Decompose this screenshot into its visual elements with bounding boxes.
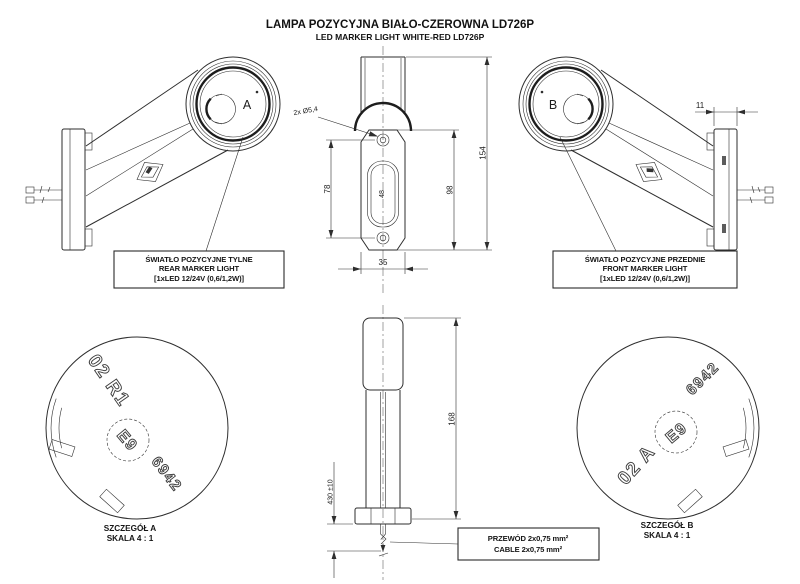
cable-wires (737, 185, 774, 204)
detail-a-caption: SZCZEGÓŁ A (104, 522, 157, 533)
view-letter-b: B (549, 98, 557, 112)
detail-b-lens (576, 336, 760, 520)
e-mark-text: E9 (663, 419, 691, 447)
cable-label-box: PRZEWÓD 2x0,75 mm² CABLE 2x0,75 mm² (457, 527, 600, 561)
e-mark-circle (106, 418, 150, 462)
front-label-box: ŚWIATŁO POZYCYJNE PRZEDNIE FRONT MARKER … (552, 250, 738, 289)
front-label-line3: [1xLED 12/24V (0,6/1,2W)] (600, 274, 690, 283)
dim-168-value: 168 (448, 412, 457, 426)
homologation-mark-1: 02 A (614, 441, 660, 489)
dimension-11: 11 (695, 101, 758, 126)
dim-430-value: 430 ±10 (328, 479, 335, 504)
rear-label-line2: REAR MARKER LIGHT (159, 264, 240, 273)
title-english: LED MARKER LIGHT WHITE-RED LD726P (316, 32, 485, 42)
dimension-35: 35 (338, 252, 428, 274)
hole-callout: 2x Ø5,4 (293, 106, 378, 137)
rear-lamp-view: A ŚWIATŁO POZYCYJNE TYLNE REAR MARKER LI… (25, 56, 285, 289)
drawing-title: LAMPA POZYCYJNA BIAŁO-CZEROWNA LD726P LE… (266, 19, 534, 42)
view-letter-a: A (243, 98, 252, 112)
dimension-78: 78 (323, 139, 375, 239)
detail-a: 02 R1 E9 6942 SZCZEGÓŁ A SKALA 4 : 1 (45, 336, 229, 543)
rubber-arm (85, 69, 229, 228)
leader-line-cable (389, 541, 459, 545)
dim-154-value: 154 (479, 146, 488, 160)
dimension-168: 168 (404, 317, 461, 520)
manufacturer-logo-icon (635, 162, 663, 182)
screw-hole-bottom (376, 231, 390, 245)
plate-markings (722, 156, 726, 233)
detail-a-lens (45, 336, 229, 520)
cable-wires (25, 185, 62, 204)
homologation-mark-2: 6942 (683, 359, 723, 399)
rear-label-box: ŚWIATŁO POZYCYJNE TYLNE REAR MARKER LIGH… (113, 250, 285, 289)
dimension-430: 430 ±10 (327, 462, 381, 578)
central-slot: 48 (367, 160, 399, 228)
e-mark-circle (654, 410, 698, 454)
cable-label-line2: CABLE 2x0,75 mm² (494, 545, 563, 554)
dim-98-value: 98 (446, 185, 455, 194)
lamp-head-side (362, 317, 404, 391)
front-lamp-view: B 11 ŚWIATŁO POZYCYJNE PRZEDNIE FRONT MA… (518, 56, 774, 289)
lamp-head-b: B (518, 56, 614, 152)
rubber-arm (570, 69, 714, 228)
rear-label-line1: ŚWIATŁO POZYCYJNE TYLNE (145, 255, 252, 264)
hole-callout-text: 2x Ø5,4 (293, 106, 318, 117)
dim-48-value: 48 (379, 190, 386, 198)
rubber-dome (353, 101, 413, 132)
homologation-mark-2: 6942 (148, 453, 186, 494)
dim-35-value: 35 (379, 258, 388, 267)
detail-b: 02 A E9 6942 SZCZEGÓŁ B SKALA 4 : 1 (576, 336, 760, 540)
front-orthographic-view: 48 2x Ø5,4 78 98 (293, 46, 492, 296)
front-label-line2: FRONT MARKER LIGHT (603, 264, 688, 273)
manufacturer-logo-icon (136, 162, 164, 182)
bracket-plate (706, 128, 738, 251)
cable-end (378, 524, 389, 557)
bracket-plate (61, 128, 93, 251)
front-label-line1: ŚWIATŁO POZYCYJNE PRZEDNIE (585, 255, 705, 264)
detail-b-scale: SKALA 4 : 1 (644, 531, 691, 540)
detail-b-caption: SZCZEGÓŁ B (641, 519, 694, 530)
homologation-mark-1: 02 R1 (83, 351, 134, 411)
e-mark-text: E9 (113, 427, 141, 455)
dimension-154: 154 (406, 56, 492, 250)
detail-a-scale: SKALA 4 : 1 (107, 534, 154, 543)
rear-label-line3: [1xLED 12/24V (0,6/1,2W)] (154, 274, 244, 283)
dim-78-value: 78 (323, 184, 332, 193)
dimension-98: 98 (397, 129, 492, 251)
leader-line-b (559, 136, 617, 252)
lamp-head-a: A (185, 56, 281, 152)
arm-body-side (365, 390, 401, 508)
title-polish: LAMPA POZYCYJNA BIAŁO-CZEROWNA LD726P (266, 19, 534, 31)
cable-label-line1: PRZEWÓD 2x0,75 mm² (488, 534, 569, 543)
side-orthographic-view: 168 430 ±10 PRZEWÓD 2x0,75 mm² CABLE 2x0… (327, 305, 600, 580)
screw-hole-top (376, 133, 390, 147)
leader-line-a (205, 136, 244, 252)
dim-11-value: 11 (696, 101, 705, 110)
base-flange (354, 507, 412, 525)
arm-column (360, 56, 406, 113)
